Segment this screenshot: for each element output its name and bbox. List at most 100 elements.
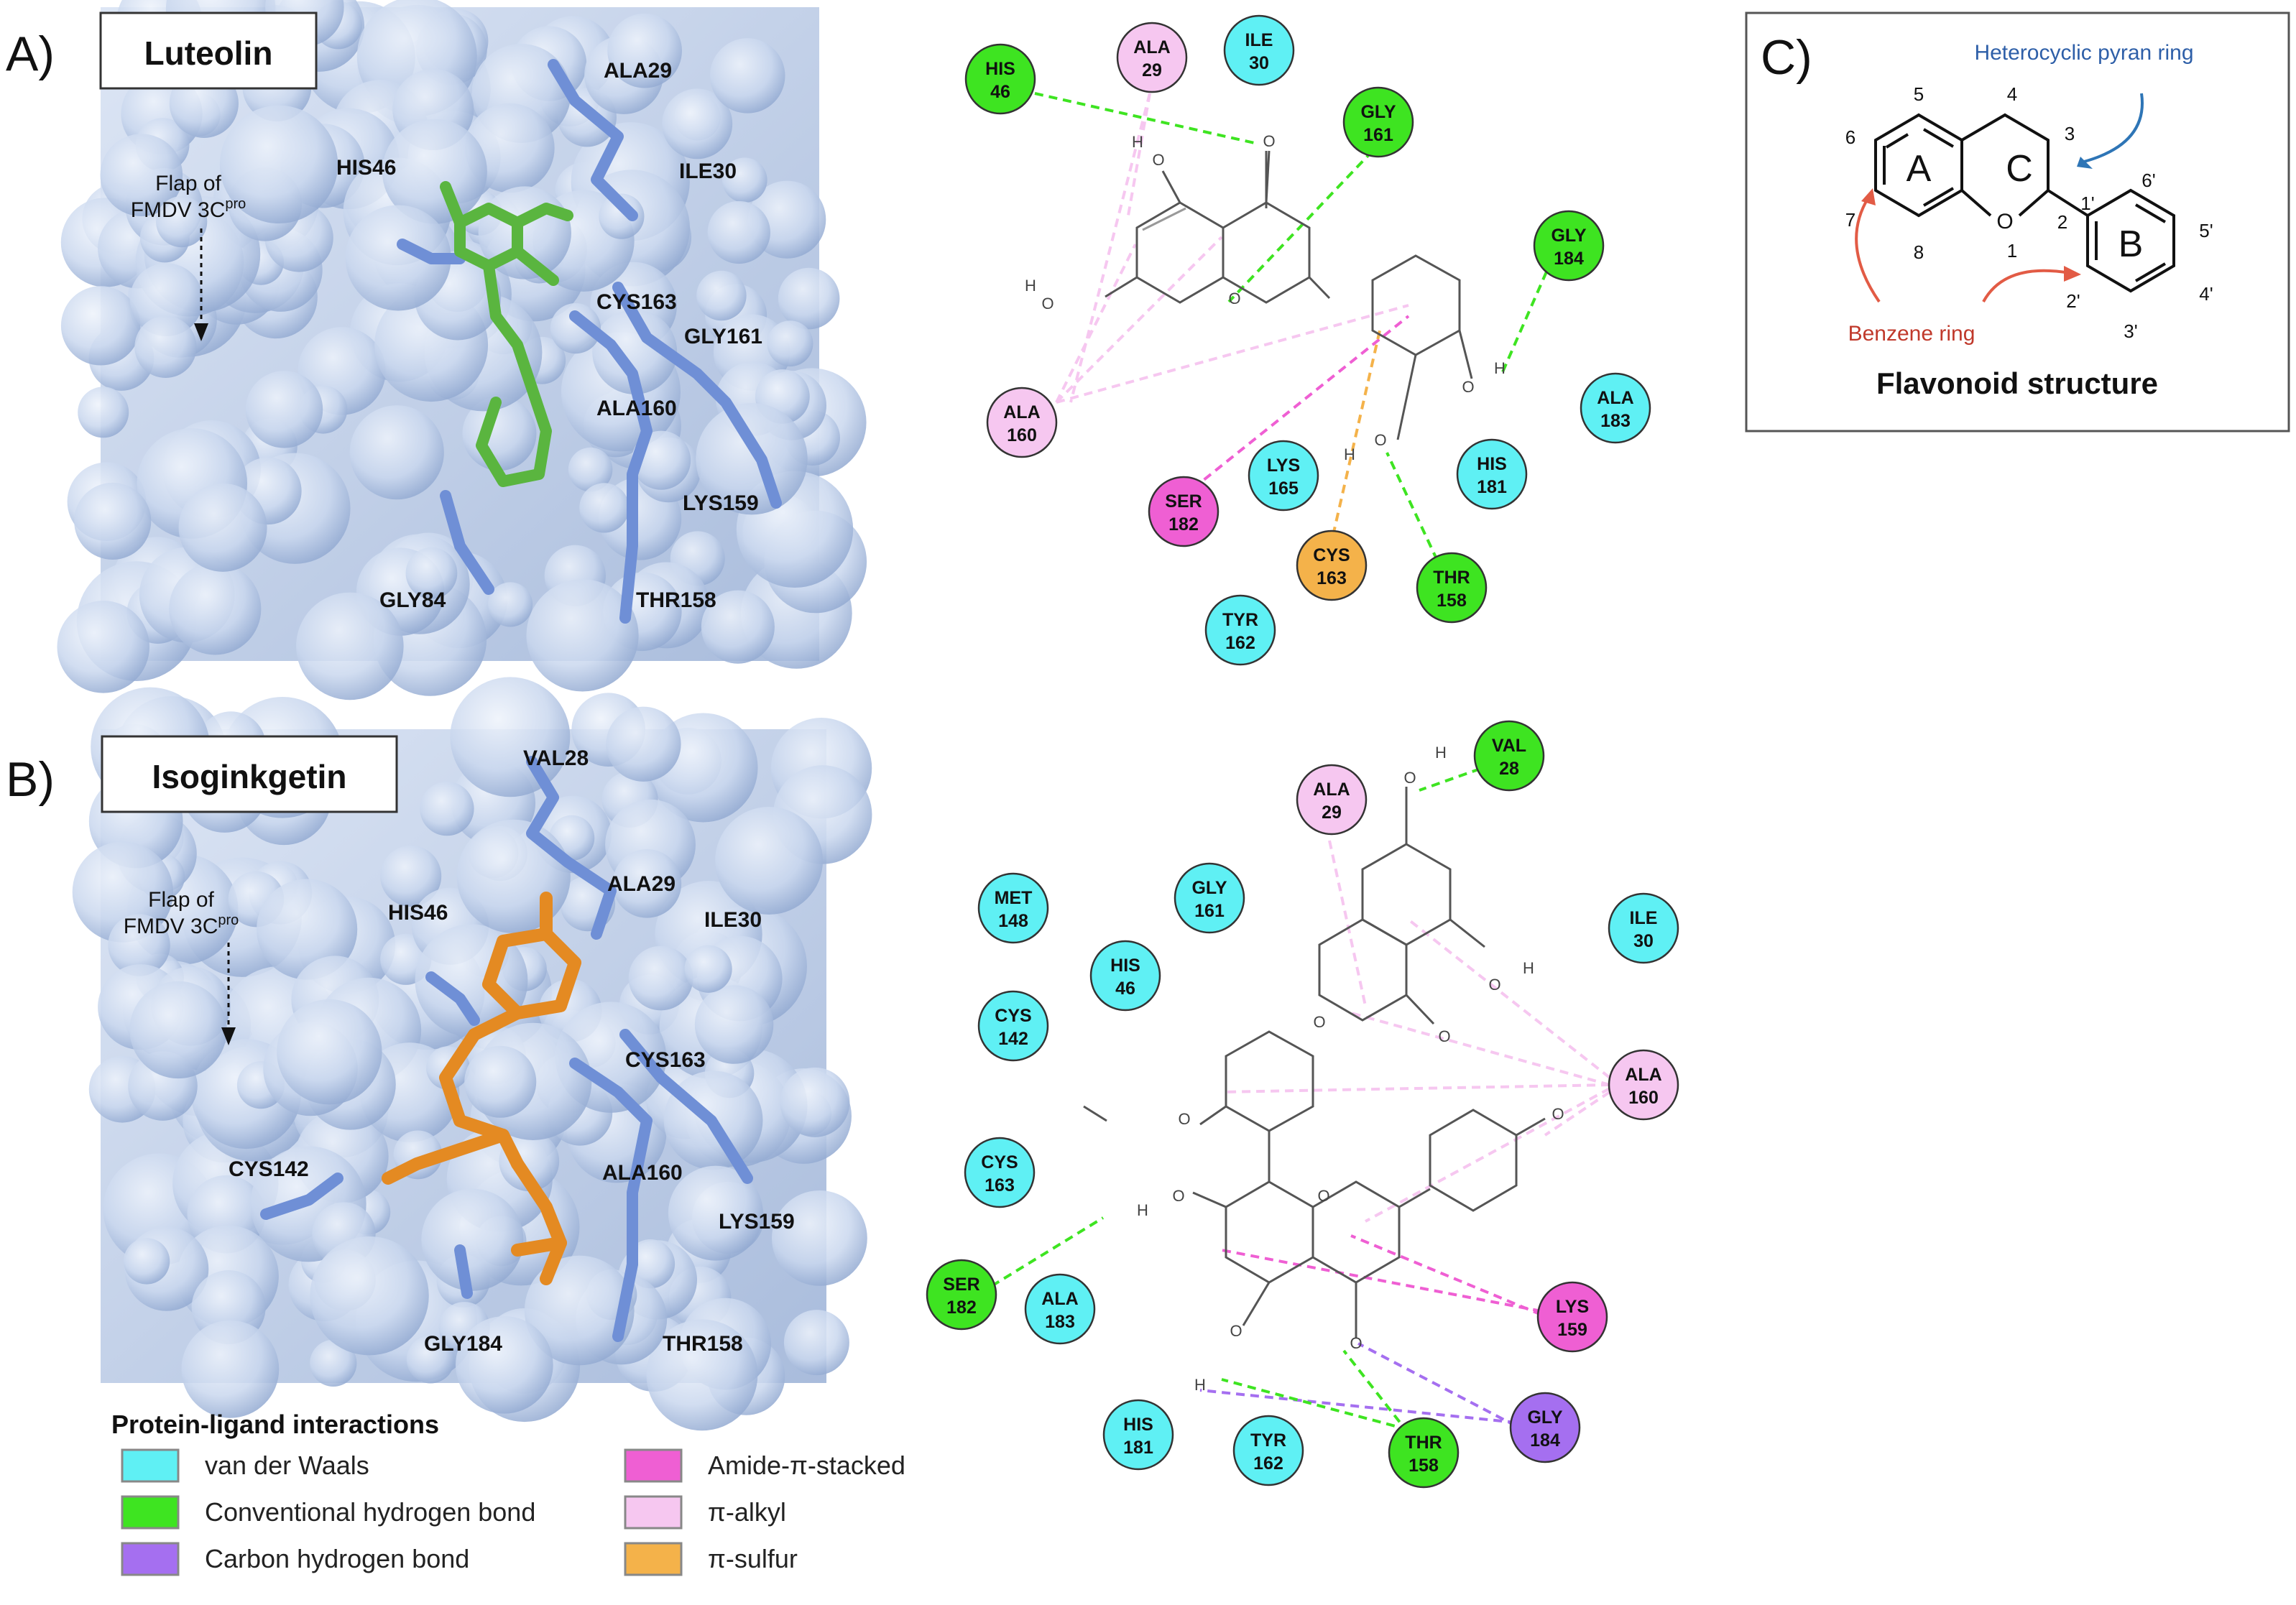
- residue-cys-142: CYS142: [977, 990, 1049, 1062]
- residue-name: TYR: [1222, 610, 1258, 630]
- flavonoid-title: Flavonoid structure: [1876, 366, 2158, 400]
- surface-bump: [771, 1190, 867, 1286]
- stick-bond: [397, 239, 466, 264]
- surface-bump: [550, 302, 601, 354]
- residue-ile-30: ILE30: [1223, 14, 1295, 86]
- surface-bump: [707, 200, 770, 264]
- legend-item-hbond: Conventional hydrogen bond: [121, 1495, 535, 1530]
- stick-bond: [454, 1244, 473, 1299]
- interaction-line: [1500, 258, 1554, 374]
- ring-b-label: B: [2119, 223, 2144, 265]
- residue-name: LYS: [1267, 455, 1300, 476]
- residue-val-28: VAL28: [1473, 720, 1545, 792]
- legend-swatch: [121, 1542, 180, 1576]
- residue-number: 160: [1628, 1088, 1659, 1108]
- benzene-arrow-a: [1855, 196, 1881, 303]
- legend-label: π-alkyl: [708, 1497, 786, 1527]
- residue-name: GLY: [1191, 878, 1227, 898]
- stick-bond: [569, 310, 653, 624]
- svg-text:O: O: [1552, 1105, 1564, 1123]
- residue-name: ALA: [1003, 402, 1040, 422]
- residue-his-46: HIS46: [1089, 940, 1161, 1012]
- luteolin-skeleton: [1105, 150, 1473, 440]
- residue-name: ALA: [1133, 37, 1170, 57]
- surface-bump: [767, 320, 813, 367]
- svg-text:O: O: [1263, 132, 1275, 150]
- residue-circle: [1608, 1049, 1679, 1121]
- residue-circle: [1580, 372, 1651, 444]
- ligand-sticks-a: [397, 59, 782, 624]
- ligand-name-box-a: [99, 11, 318, 90]
- residue-circle: [1416, 552, 1488, 624]
- svg-text:O: O: [1230, 1322, 1242, 1340]
- svg-text:H: H: [1523, 959, 1534, 977]
- legend-title: Protein-ligand interactions: [111, 1410, 439, 1439]
- surface-bump: [696, 270, 747, 321]
- surface-bump: [129, 263, 203, 337]
- residue-number: 148: [998, 911, 1028, 931]
- residue-cys-163: CYS163: [1296, 529, 1368, 601]
- residue-name: ILE: [1245, 30, 1273, 50]
- atom-number: 6': [2141, 170, 2155, 191]
- residue-name: HIS: [985, 59, 1015, 79]
- interaction-line: [1221, 1083, 1610, 1093]
- residue-number: 158: [1437, 591, 1467, 611]
- svg-text:FMDV 3Cpro: FMDV 3Cpro: [131, 196, 246, 222]
- surface-bump: [450, 677, 571, 797]
- surface-bump: [628, 945, 693, 1011]
- residue-name: HIS: [1123, 1415, 1153, 1435]
- svg-text:H: H: [1194, 1376, 1206, 1394]
- surface-bump: [668, 1165, 763, 1261]
- residue-name: ALA: [1597, 388, 1633, 408]
- ring-a-label: A: [1907, 148, 1932, 190]
- stick-bond: [476, 260, 552, 487]
- residue-circle: [1089, 940, 1161, 1012]
- residue-name: VAL: [1492, 736, 1526, 756]
- surface-bump: [296, 592, 404, 700]
- residue-circle: [977, 872, 1049, 944]
- residue-name: CYS: [981, 1152, 1018, 1172]
- stick-bond: [440, 490, 494, 595]
- interaction-line: [1407, 918, 1611, 1079]
- surface-bump: [382, 119, 487, 224]
- residue-label-cys163: CYS163: [625, 1048, 706, 1072]
- isoginkgetin-skeleton: [1083, 787, 1546, 1338]
- interaction-line: [1056, 304, 1409, 404]
- protein-surface-a: [57, 0, 867, 700]
- stick-bond: [619, 1029, 753, 1184]
- flap-label-a-sup: pro: [225, 196, 246, 212]
- interaction-line: [1342, 1349, 1410, 1435]
- interaction-line: [1199, 1389, 1517, 1424]
- residue-number: 182: [946, 1298, 977, 1318]
- residue-number: 161: [1194, 901, 1225, 921]
- surface-bump: [57, 601, 149, 693]
- svg-text:H: H: [1494, 359, 1506, 377]
- stick-bond: [612, 282, 782, 509]
- residue-number: 163: [985, 1175, 1015, 1195]
- atom-number: 3: [2065, 123, 2075, 144]
- atom-number: 6: [1845, 126, 1855, 148]
- svg-text:O: O: [1152, 151, 1164, 169]
- svg-text:O: O: [1041, 295, 1054, 313]
- residue-circle: [1456, 438, 1528, 510]
- svg-text:O: O: [1438, 1027, 1450, 1045]
- surface-bump: [599, 193, 645, 239]
- surface-bump: [456, 1315, 553, 1414]
- surface-bump: [579, 483, 630, 533]
- svg-text:O: O: [1178, 1110, 1190, 1128]
- residue-label-cys142: CYS142: [229, 1157, 309, 1181]
- panel-b-3d: B) Isoginkgetin Flap of FMDV 3Cpro VAL28…: [6, 677, 872, 1431]
- interaction-line: [1386, 452, 1439, 561]
- interaction-line: [1127, 93, 1151, 216]
- residue-name: HIS: [1477, 454, 1507, 474]
- legend-item-pi_sulfur: π-sulfur: [624, 1542, 798, 1576]
- residue-number: 142: [998, 1029, 1028, 1049]
- residue-name: ALA: [1041, 1289, 1078, 1309]
- interaction-line: [1350, 1012, 1610, 1086]
- interaction-line: [1227, 149, 1374, 303]
- residue-label-lys159: LYS159: [683, 491, 759, 515]
